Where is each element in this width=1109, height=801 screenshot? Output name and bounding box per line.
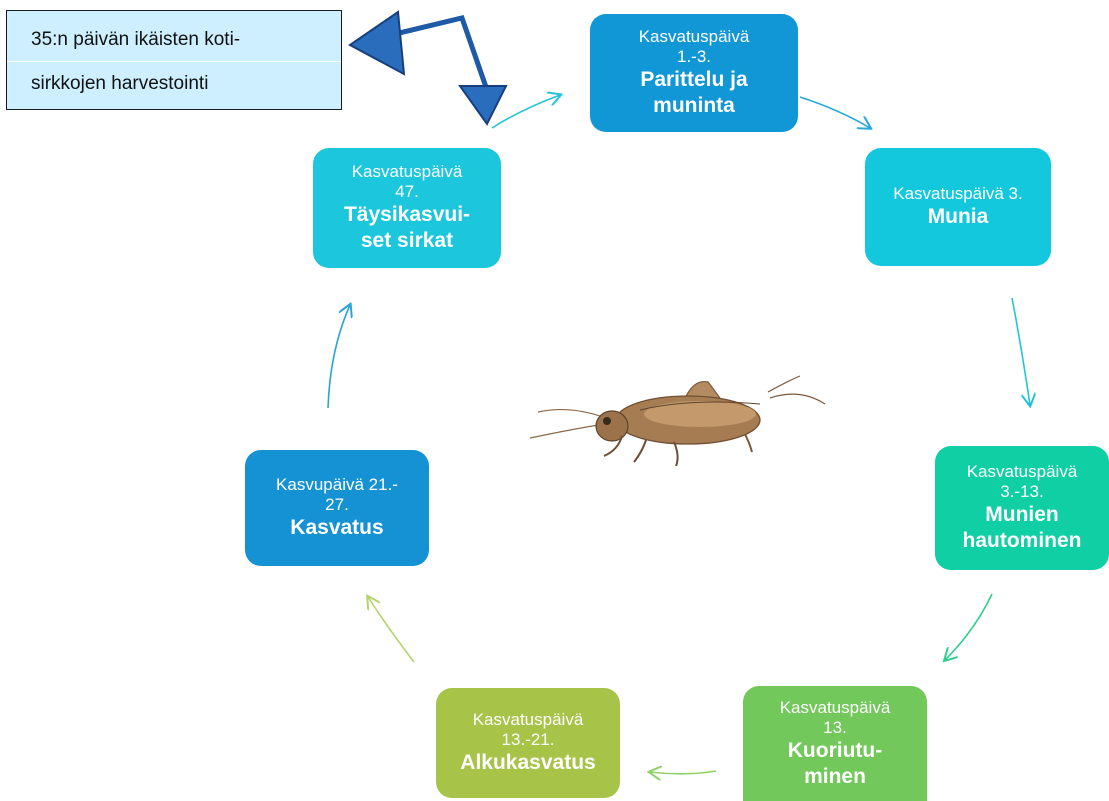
stage-day-label: Kasvupäivä 21.- [276,475,398,494]
arrow-to-munia [799,96,870,128]
stage-taysikasvuiset: Kasvatuspäivä 47. Täysikasvui- set sirka… [313,148,501,268]
stage-munia: Kasvatuspäivä 3. Munia [865,148,1051,266]
stage-day-range: 13. [823,717,847,737]
stage-day-label: Kasvatuspäivä [779,697,891,717]
stage-title: Kuoriutu- [787,738,883,762]
stage-title: Täysikasvui- [343,203,471,226]
stage-day-label: Kasvatuspäivä 3. [893,184,1023,203]
stage-day-label: Kasvatuspäivä [351,162,463,181]
stage-day-label: Kasvatuspäivä [638,27,750,46]
stage-title: Munia [927,205,989,228]
arrow-to-kasvatus [368,597,415,663]
stage-day-range: 3.-13. [1000,482,1044,501]
harvest-callout: 35:n päivän ikäisten koti- sirkkojen har… [6,10,342,110]
stage-parittelu: Kasvatuspäivä 1.-3. Parittelu ja muninta [590,14,798,132]
stage-title: Alkukasvatus [460,751,596,774]
callout-line-2: sirkkojen harvestointi [31,73,209,94]
stage-day-range: 47. [395,182,419,201]
arrow-to-alkukasvatus [650,771,717,774]
pointer-head-left [348,10,406,76]
stage-title: Kasvatus [290,516,384,539]
arrow-to-parittelu [491,95,560,129]
stage-title: Munien [985,503,1059,526]
stage-title: Parittelu ja [640,68,748,91]
stage-day-label: Kasvatuspäivä [966,462,1078,481]
stage-title-cont: set sirkat [360,229,454,252]
callout-pointer-arrows [348,10,508,126]
arrow-to-hautominen [1011,297,1030,405]
stage-day-range: 1.-3. [676,47,712,66]
callout-divider [7,61,341,62]
pointer-head-down [458,85,508,126]
callout-line-1: 35:n päivän ikäisten koti- [31,29,241,50]
stage-day-label: Kasvatuspäivä [472,710,584,729]
stage-title-cont: muninta [653,94,735,117]
stage-kuoriutuminen: Kasvatuspäivä 13. Kuoriutu- minen [743,686,927,801]
stage-hautominen: Kasvatuspäivä 3.-13. Munien hautominen [935,446,1109,570]
stage-title-cont: hautominen [962,529,1082,552]
stage-title-cont: minen [804,764,866,788]
stage-day-range: 27. [325,495,349,514]
arrow-to-kuoriutuminen [945,593,993,660]
stage-alkukasvatus: Kasvatuspäivä 13.-21. Alkukasvatus [436,688,620,798]
arrow-to-taysikasvuiset [327,305,350,409]
stage-day-range: 13.-21. [501,730,555,749]
stage-kasvatus: Kasvupäivä 21.- 27. Kasvatus [245,450,429,566]
